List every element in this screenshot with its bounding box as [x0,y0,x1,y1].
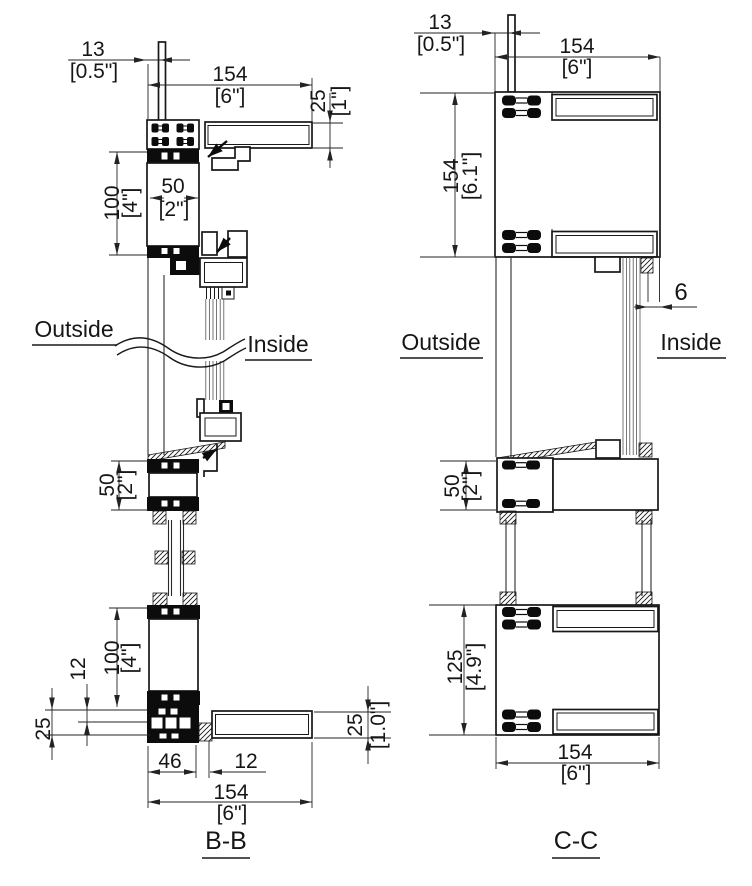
cc-sash-rail [552,458,659,511]
bb-dim-50-mm: 50 [161,175,184,198]
cc-section-title: C-C [554,827,598,855]
bb-dim-46: 46 [158,750,181,773]
cc-dim-13-mm: 13 [428,11,451,34]
bb-dim-100b-in: [4"] [118,643,141,674]
bb-dim-50-in: [2"] [159,198,190,221]
bb-dim-13-mm: 13 [81,38,104,61]
cc-dim-50-mm: 50 [441,474,464,497]
cc-dim-125-mm: 125 [444,649,467,684]
bb-dim-25r-mm: 25 [344,713,367,736]
bb-dim-12-left: 12 [67,657,90,680]
cc-dim-154t-mm: 154 [559,35,594,58]
bb-break-line-1 [114,337,246,359]
bb-dim-154b-mm: 154 [213,781,248,804]
bb-mid-mullion [148,472,198,498]
cc-dim-154t-in: [6"] [562,56,593,79]
cc-glazing [622,257,641,455]
bb-dim-25-in: [1"] [328,86,351,117]
bb-inside-label: Inside [247,331,308,357]
bb-profile [114,41,313,743]
bb-dim-50mid-in: [2"] [114,470,137,501]
bb-leader-arrow-mid [216,237,231,253]
cc-dim-154b-in: [6"] [561,762,592,785]
bb-head-mullion [146,162,200,247]
bb-dim-154-in: [6"] [215,85,246,108]
bb-dim-12-bottom: 12 [234,750,257,773]
bb-leader-arrow-bottom [201,447,218,462]
section-bb: 13 [0.5"] 154 [6"] 25 [1"] 100 [4"] [32,38,391,859]
bb-sill-gaskets [147,705,199,743]
bb-sill-shim [198,722,213,742]
bb-leader-arrow-top [207,140,228,158]
cc-dim-6: 6 [674,279,687,306]
bb-outside-label: Outside [34,316,113,342]
bb-glass-fin [157,41,167,122]
bb-sash-head [211,146,251,171]
bb-interlock-outer [201,231,218,256]
bb-dim-154b-in: [6"] [217,802,248,825]
bb-sash-bottom-rail [199,412,242,442]
bb-interlock-inner [227,230,248,258]
cc-spigot-legs [499,510,653,606]
cc-dim-154b-mm: 154 [557,741,592,764]
cc-inside-label: Inside [660,329,721,355]
bb-spigot [152,510,198,607]
bb-sill-panel [211,710,313,739]
bb-dim-100-in: [4"] [119,188,142,219]
bb-dim-13-in: [0.5"] [70,60,118,83]
cc-dim-154h-mm: 154 [440,158,463,193]
bb-dim-25r-in: [1.0"] [367,701,390,749]
bb-dim-25-mm: 25 [307,89,330,112]
bb-section-title: B-B [205,827,247,855]
section-cc: 13 [0.5"] 154 [6"] 154 [6.1"] 6 50 [400,11,726,859]
bb-glazing [205,299,225,400]
bb-dim-50mid-mm: 50 [96,473,119,496]
cc-dimensions: 13 [0.5"] 154 [6"] 154 [6.1"] 6 50 [414,11,697,785]
cc-outside-label: Outside [401,329,480,355]
bb-dim-100-mm: 100 [101,185,124,220]
cc-dim-50-in: [2"] [459,471,482,502]
bb-dimensions: 13 [0.5"] 154 [6"] 25 [1"] 100 [4"] [32,38,391,825]
bb-dim-100b-mm: 100 [101,640,124,675]
bb-drip-hook [203,444,218,477]
cc-sill-frame [495,604,660,736]
bb-dim-154-mm: 154 [212,63,247,86]
bb-sill-mullion [148,618,199,692]
cc-dim-13-in: [0.5"] [417,33,465,56]
cc-profile [494,14,661,736]
bb-break-line-2 [116,346,247,368]
cc-glass-fin [507,14,516,93]
cc-dim-154h-in: [6.1"] [459,152,482,200]
cc-dim-125-in: [4.9"] [463,643,486,691]
bb-dim-25-left: 25 [32,717,55,740]
